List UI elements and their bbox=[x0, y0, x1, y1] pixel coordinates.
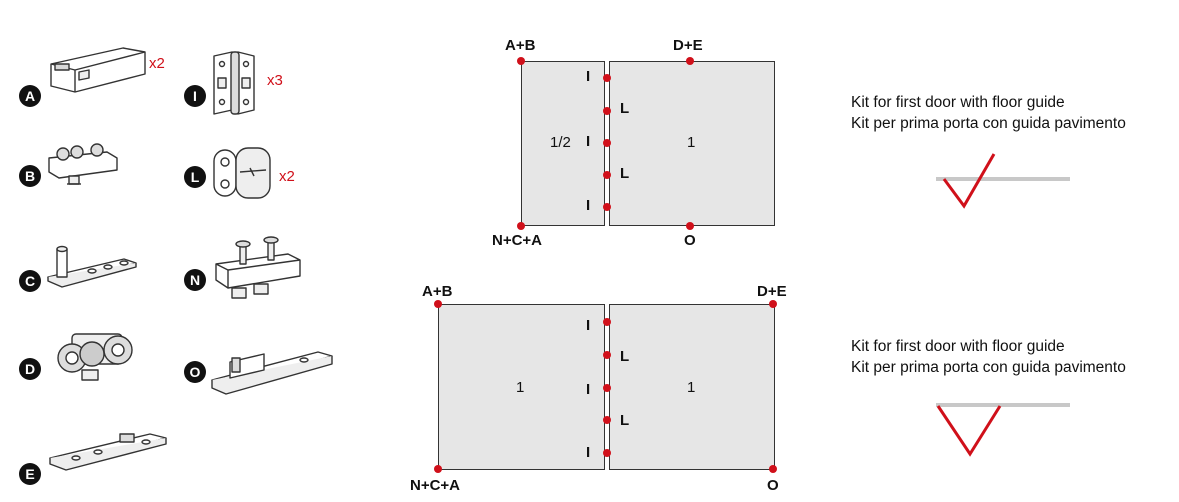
qty-a: x2 bbox=[149, 55, 165, 72]
hinge-label: I bbox=[586, 197, 591, 214]
kit-description-1: Kit for first door with floor guide Kit … bbox=[851, 92, 1126, 134]
label-top-right: D+E bbox=[673, 37, 703, 54]
anchor-dot bbox=[434, 300, 442, 308]
anchor-dot bbox=[517, 57, 525, 65]
label-top-left: A+B bbox=[505, 37, 536, 54]
anchor-dot bbox=[769, 465, 777, 473]
hinge-label: I bbox=[586, 444, 591, 461]
hinge-icon bbox=[213, 51, 255, 115]
floor-guide-symbol bbox=[936, 403, 1070, 457]
anchor-dot bbox=[434, 465, 442, 473]
part-badge-n: N bbox=[184, 269, 206, 291]
part-badge-b: B bbox=[19, 165, 41, 187]
part-badge-d: D bbox=[19, 358, 41, 380]
kit-description-it: Kit per prima porta con guida pavimento bbox=[851, 359, 1126, 376]
label-top-left: A+B bbox=[422, 283, 453, 300]
hinge-label: I bbox=[586, 381, 591, 398]
hinge-label: I bbox=[586, 133, 591, 150]
kit-description-it: Kit per prima porta con guida pavimento bbox=[851, 115, 1126, 132]
part-badge-i: I bbox=[184, 85, 206, 107]
kit-description-en: Kit for first door with floor guide bbox=[851, 94, 1065, 111]
hinge-dot bbox=[603, 139, 611, 147]
panel-width-right: 1 bbox=[687, 134, 696, 151]
hinge-dot bbox=[603, 107, 611, 115]
panel-width-left: 1 bbox=[516, 379, 525, 396]
part-badge-e: E bbox=[19, 463, 41, 485]
hinge-dot bbox=[603, 384, 611, 392]
hinge-label: L bbox=[620, 100, 630, 117]
qty-l: x2 bbox=[279, 168, 295, 185]
trolley-wheel-icon bbox=[57, 333, 133, 381]
door-panel-right bbox=[609, 61, 775, 226]
panel-width-left: 1/2 bbox=[550, 134, 571, 151]
hinge-label: L bbox=[620, 165, 630, 182]
hinge-label: I bbox=[586, 68, 591, 85]
floor-guide-rail-icon bbox=[49, 433, 167, 471]
door-panel-left bbox=[521, 61, 605, 226]
part-badge-l: L bbox=[184, 166, 206, 188]
anchor-dot bbox=[686, 222, 694, 230]
hinge-dot bbox=[603, 171, 611, 179]
anchor-dot bbox=[769, 300, 777, 308]
hinge-label: L bbox=[620, 348, 630, 365]
part-badge-c: C bbox=[19, 270, 41, 292]
part-badge-a: A bbox=[19, 85, 41, 107]
label-bottom-right: O bbox=[684, 232, 696, 249]
part-badge-o: O bbox=[184, 361, 206, 383]
label-top-right: D+E bbox=[757, 283, 787, 300]
panel-width-right: 1 bbox=[687, 379, 696, 396]
door-panel-left bbox=[438, 304, 605, 470]
pivot-pin-plate-icon bbox=[47, 245, 137, 288]
hinge-dot bbox=[603, 449, 611, 457]
anchor-dot bbox=[686, 57, 694, 65]
kit-description-2: Kit for first door with floor guide Kit … bbox=[851, 336, 1126, 378]
roller-carriage-icon bbox=[48, 143, 118, 185]
hinge-dot bbox=[603, 318, 611, 326]
qty-i: x3 bbox=[267, 72, 283, 89]
connector-bracket-icon bbox=[50, 47, 146, 93]
top-pivot-bracket-icon bbox=[215, 236, 301, 299]
hinge-label: L bbox=[620, 412, 630, 429]
hinge-dot bbox=[603, 416, 611, 424]
kit-description-en: Kit for first door with floor guide bbox=[851, 338, 1065, 355]
magnet-stop-icon bbox=[213, 147, 271, 199]
hinge-dot bbox=[603, 351, 611, 359]
label-bottom-right: O bbox=[767, 477, 779, 494]
label-bottom-left: N+C+A bbox=[410, 477, 461, 494]
bottom-guide-icon bbox=[211, 351, 333, 395]
label-bottom-left: N+C+A bbox=[492, 232, 543, 249]
hinge-dot bbox=[603, 74, 611, 82]
anchor-dot bbox=[517, 222, 525, 230]
hinge-dot bbox=[603, 203, 611, 211]
hinge-label: I bbox=[586, 317, 591, 334]
floor-guide-symbol bbox=[936, 153, 1070, 209]
door-panel-right bbox=[609, 304, 775, 470]
